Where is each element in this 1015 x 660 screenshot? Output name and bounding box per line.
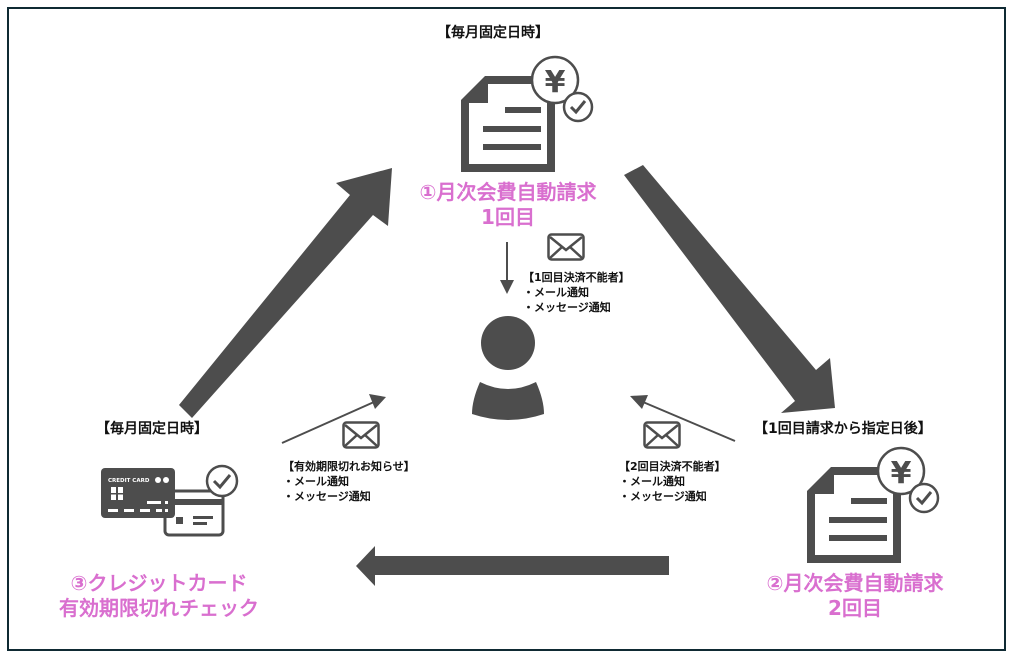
invoice-yen-check-icon: ¥	[461, 55, 594, 172]
notice-3: 【有効期限切れお知らせ】 ・メール通知 ・メッセージ通知	[283, 459, 415, 504]
step1-label-line2: 1回目	[481, 205, 535, 229]
notice-2-item-1: ・メール通知	[619, 475, 685, 488]
step1-label: ①月次会費自動請求 1回目	[400, 180, 616, 230]
card-text: CREDIT CARD	[108, 478, 150, 484]
notice-3-item-1: ・メール通知	[283, 475, 349, 488]
svg-text:¥: ¥	[545, 65, 566, 100]
notice-1: 【1回目決済不能者】 ・メール通知 ・メッセージ通知	[523, 270, 630, 315]
arrow-step2-to-step3	[356, 546, 669, 586]
arrow-step3-to-step1	[179, 168, 392, 418]
notice-1-heading: 【1回目決済不能者】	[523, 271, 630, 284]
step3-timing: 【毎月固定日時】	[96, 421, 208, 437]
invoice-yen-check-icon: ¥	[807, 446, 940, 563]
mail-icon	[643, 421, 681, 449]
notice-1-item-2: ・メッセージ通知	[523, 301, 611, 314]
diagram-frame	[7, 7, 1006, 651]
mail-icon	[547, 233, 585, 261]
notice-2: 【2回目決済不能者】 ・メール通知 ・メッセージ通知	[619, 459, 726, 504]
notice-1-item-1: ・メール通知	[523, 286, 589, 299]
notice-arrow-2	[642, 401, 736, 442]
mail-icon	[342, 421, 380, 449]
credit-card-check-icon: CREDIT CARD	[101, 464, 239, 537]
svg-text:¥: ¥	[891, 456, 912, 491]
notice-3-heading: 【有効期限切れお知らせ】	[283, 460, 415, 473]
person-icon	[472, 316, 544, 420]
notice-2-item-2: ・メッセージ通知	[619, 490, 707, 503]
step1-label-line1: ①月次会費自動請求	[419, 180, 597, 204]
step3-label-line1: ③クレジットカード	[70, 571, 248, 595]
step3-label-line2: 有効期限切れチェック	[59, 596, 259, 620]
notice-arrow-3	[281, 401, 375, 444]
step2-timing: 【1回目請求から指定日後】	[754, 421, 932, 437]
notice-3-item-2: ・メッセージ通知	[283, 490, 371, 503]
step2-label: ②月次会費自動請求 2回目	[747, 571, 963, 621]
step3-label: ③クレジットカード 有効期限切れチェック	[36, 571, 282, 621]
step2-label-line2: 2回目	[828, 596, 882, 620]
notice-2-heading: 【2回目決済不能者】	[619, 460, 726, 473]
step1-timing: 【毎月固定日時】	[437, 25, 549, 41]
arrow-step1-to-step2	[624, 165, 835, 413]
step2-label-line1: ②月次会費自動請求	[766, 571, 944, 595]
